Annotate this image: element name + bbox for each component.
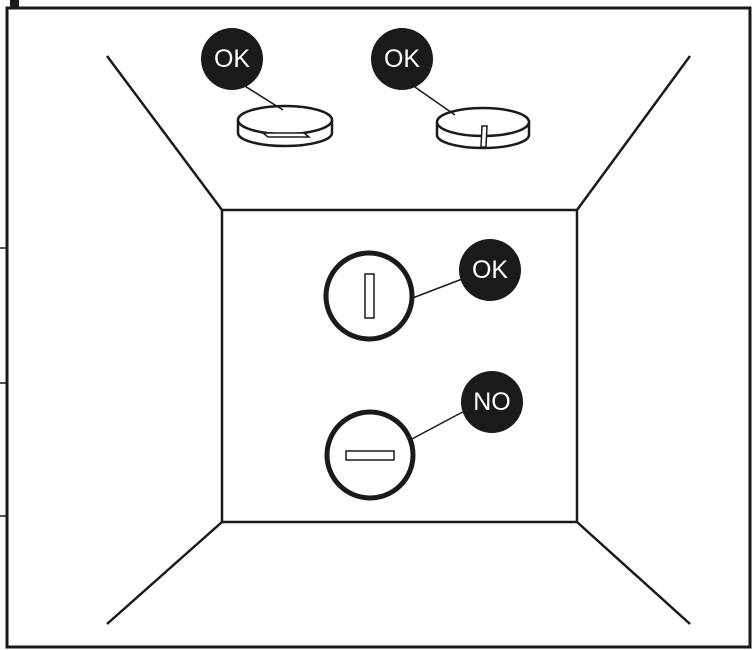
wall-disc-horizontal (324, 409, 416, 501)
horizontal-slot (345, 450, 395, 461)
wall-disc-vertical (323, 250, 415, 342)
badge-wall-vertical: OK (459, 239, 521, 301)
top-tab (10, 0, 19, 9)
badge-wall-horizontal: NO (461, 371, 523, 433)
edge-top-left (105, 55, 224, 211)
badge-circle (201, 28, 263, 90)
badge-circle (371, 28, 433, 90)
badge-ceiling-right: OK (371, 28, 433, 90)
edge-top-right (575, 55, 692, 211)
badge-label: OK (214, 45, 250, 73)
outer-border (5, 6, 752, 649)
horizontal-slot (260, 132, 312, 138)
ceiling-disc-left (236, 104, 334, 148)
edge-bottom-right (576, 521, 691, 625)
badge-circle (459, 239, 521, 301)
disc-top (236, 104, 334, 136)
badge-label: NO (473, 388, 511, 416)
room-perspective (105, 55, 692, 625)
badge-label: OK (472, 256, 508, 284)
leader-wall-vertical (409, 275, 471, 300)
badge-label: OK (384, 45, 420, 73)
edge-bottom-left (106, 521, 223, 625)
back-wall (220, 208, 579, 524)
vertical-slot (364, 273, 375, 319)
vertical-slot (480, 125, 488, 148)
leader-wall-horizontal (409, 406, 473, 441)
badge-circle (461, 371, 523, 433)
badge-ceiling-left: OK (201, 28, 263, 90)
ceiling-disc-right (435, 106, 531, 150)
